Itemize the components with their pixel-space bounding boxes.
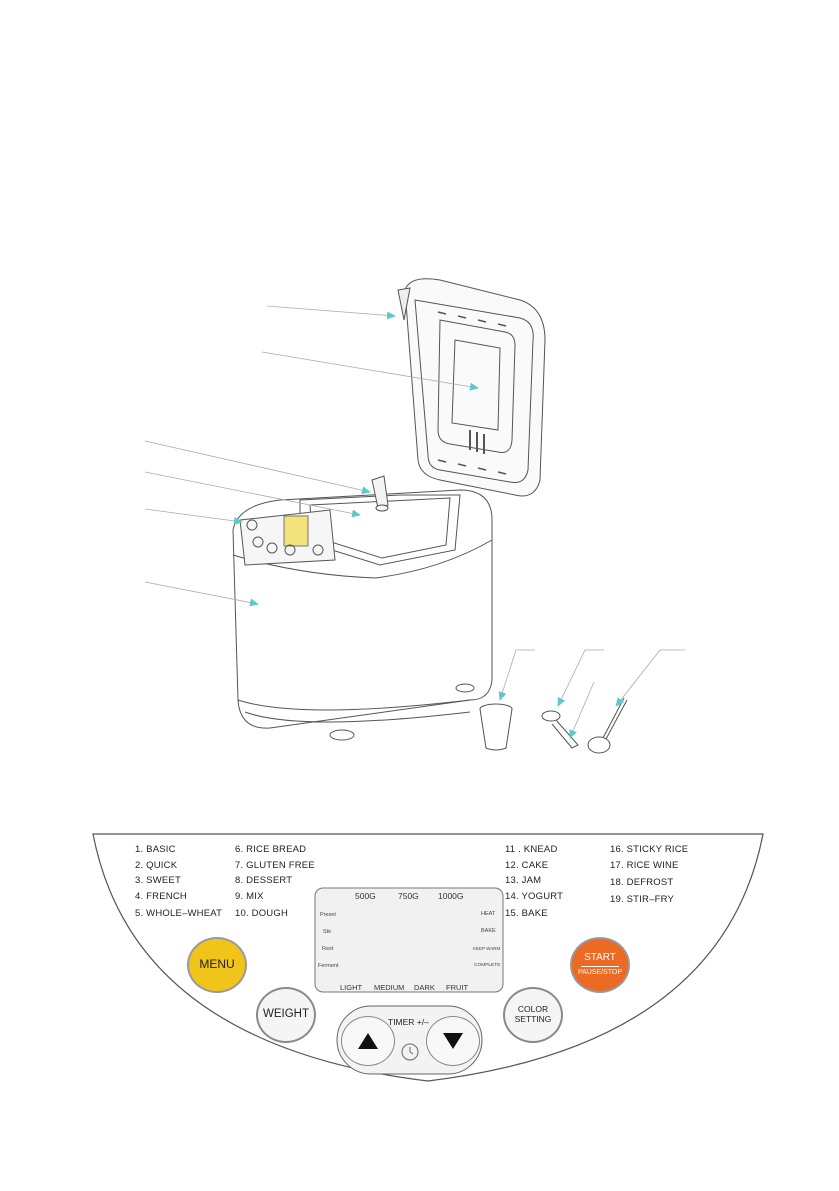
menu-item-yogurt: 14. YOGURT bbox=[505, 891, 564, 902]
start-divider bbox=[581, 966, 619, 968]
menu-item-cake: 12. CAKE bbox=[505, 860, 549, 871]
timer-down-button[interactable] bbox=[426, 1016, 480, 1066]
menu-item-gluten-free: 7. GLUTEN FREE bbox=[235, 860, 315, 871]
start-pause-stop-button[interactable]: START PAUSE/STOP bbox=[570, 937, 630, 993]
lcd-stage-preset: Preset bbox=[320, 912, 336, 918]
lcd-color-medium: MEDIUM bbox=[374, 983, 405, 992]
menu-item-sweet: 3. SWEET bbox=[135, 875, 181, 886]
menu-item-bake: 15. BAKE bbox=[505, 908, 548, 919]
menu-item-jam: 13. JAM bbox=[505, 875, 542, 886]
menu-button-label: MENU bbox=[199, 957, 235, 972]
lcd-stage-heat: HEAT bbox=[481, 911, 496, 917]
lcd-color-dark: DARK bbox=[414, 983, 435, 992]
clock-icon bbox=[401, 1043, 419, 1061]
lcd-stage-stir: Stir bbox=[323, 929, 332, 935]
lcd-weight-750g: 750G bbox=[398, 891, 419, 901]
arrow-up-icon bbox=[358, 1033, 378, 1049]
lcd-stage-complete: COMPLETE bbox=[474, 963, 501, 968]
menu-item-stir-fry: 19. STIR–FRY bbox=[610, 894, 674, 905]
menu-item-dessert: 8. DESSERT bbox=[235, 875, 293, 886]
color-setting-button[interactable]: COLOR SETTING bbox=[503, 987, 563, 1043]
menu-item-mix: 9. MIX bbox=[235, 891, 264, 902]
menu-item-basic: 1. BASIC bbox=[135, 844, 176, 855]
lcd-stage-keep-warm: KEEP WARM bbox=[473, 946, 501, 951]
leader-lines bbox=[144, 305, 685, 739]
menu-item-dough: 10. DOUGH bbox=[235, 908, 289, 919]
pause-stop-label: PAUSE/STOP bbox=[577, 969, 623, 977]
weight-button[interactable]: WEIGHT bbox=[256, 987, 316, 1043]
arrow-down-icon bbox=[443, 1033, 463, 1049]
menu-item-rice-bread: 6. RICE BREAD bbox=[235, 844, 307, 855]
menu-item-defrost: 18. DEFROST bbox=[610, 877, 674, 888]
menu-item-french: 4. FRENCH bbox=[135, 891, 187, 902]
control-panel-outline bbox=[92, 833, 764, 1082]
menu-button[interactable]: MENU bbox=[187, 937, 247, 993]
color-setting-label-line2: SETTING bbox=[514, 1014, 552, 1024]
timer-label: TIMER +/– bbox=[388, 1017, 429, 1027]
start-label: START bbox=[584, 952, 616, 964]
kneading-paddle bbox=[371, 475, 389, 512]
lcd-color-light: LIGHT bbox=[340, 983, 363, 992]
menu-item-rice-wine: 17. RICE WINE bbox=[610, 860, 679, 871]
body-control-panel bbox=[239, 509, 336, 566]
lcd-stage-bake: BAKE bbox=[481, 928, 496, 934]
lid-vents bbox=[437, 311, 507, 475]
timer-up-button[interactable] bbox=[341, 1016, 395, 1066]
paddle-hook-remover bbox=[587, 697, 628, 754]
weight-button-label: WEIGHT bbox=[263, 1008, 309, 1021]
measuring-cup bbox=[479, 703, 513, 751]
menu-item-quick: 2. QUICK bbox=[135, 860, 178, 871]
menu-item-sticky-rice: 16. STICKY RICE bbox=[610, 844, 689, 855]
color-setting-label-line1: COLOR bbox=[517, 1004, 549, 1015]
lcd-weight-500g: 500G bbox=[355, 891, 376, 901]
lcd-color-fruit: FRUIT bbox=[446, 983, 469, 992]
menu-item-whole-wheat: 5. WHOLE–WHEAT bbox=[135, 908, 223, 919]
menu-item-knead: 11 . KNEAD bbox=[505, 844, 558, 855]
lid bbox=[397, 278, 546, 497]
measuring-spoon bbox=[541, 710, 579, 749]
bread-maker-illustration bbox=[144, 278, 685, 754]
lcd-weight-1000g: 1000G bbox=[438, 891, 464, 901]
lcd-stage-ferment: Ferment bbox=[318, 963, 339, 969]
lcd-stage-rest: Rest bbox=[322, 946, 334, 952]
